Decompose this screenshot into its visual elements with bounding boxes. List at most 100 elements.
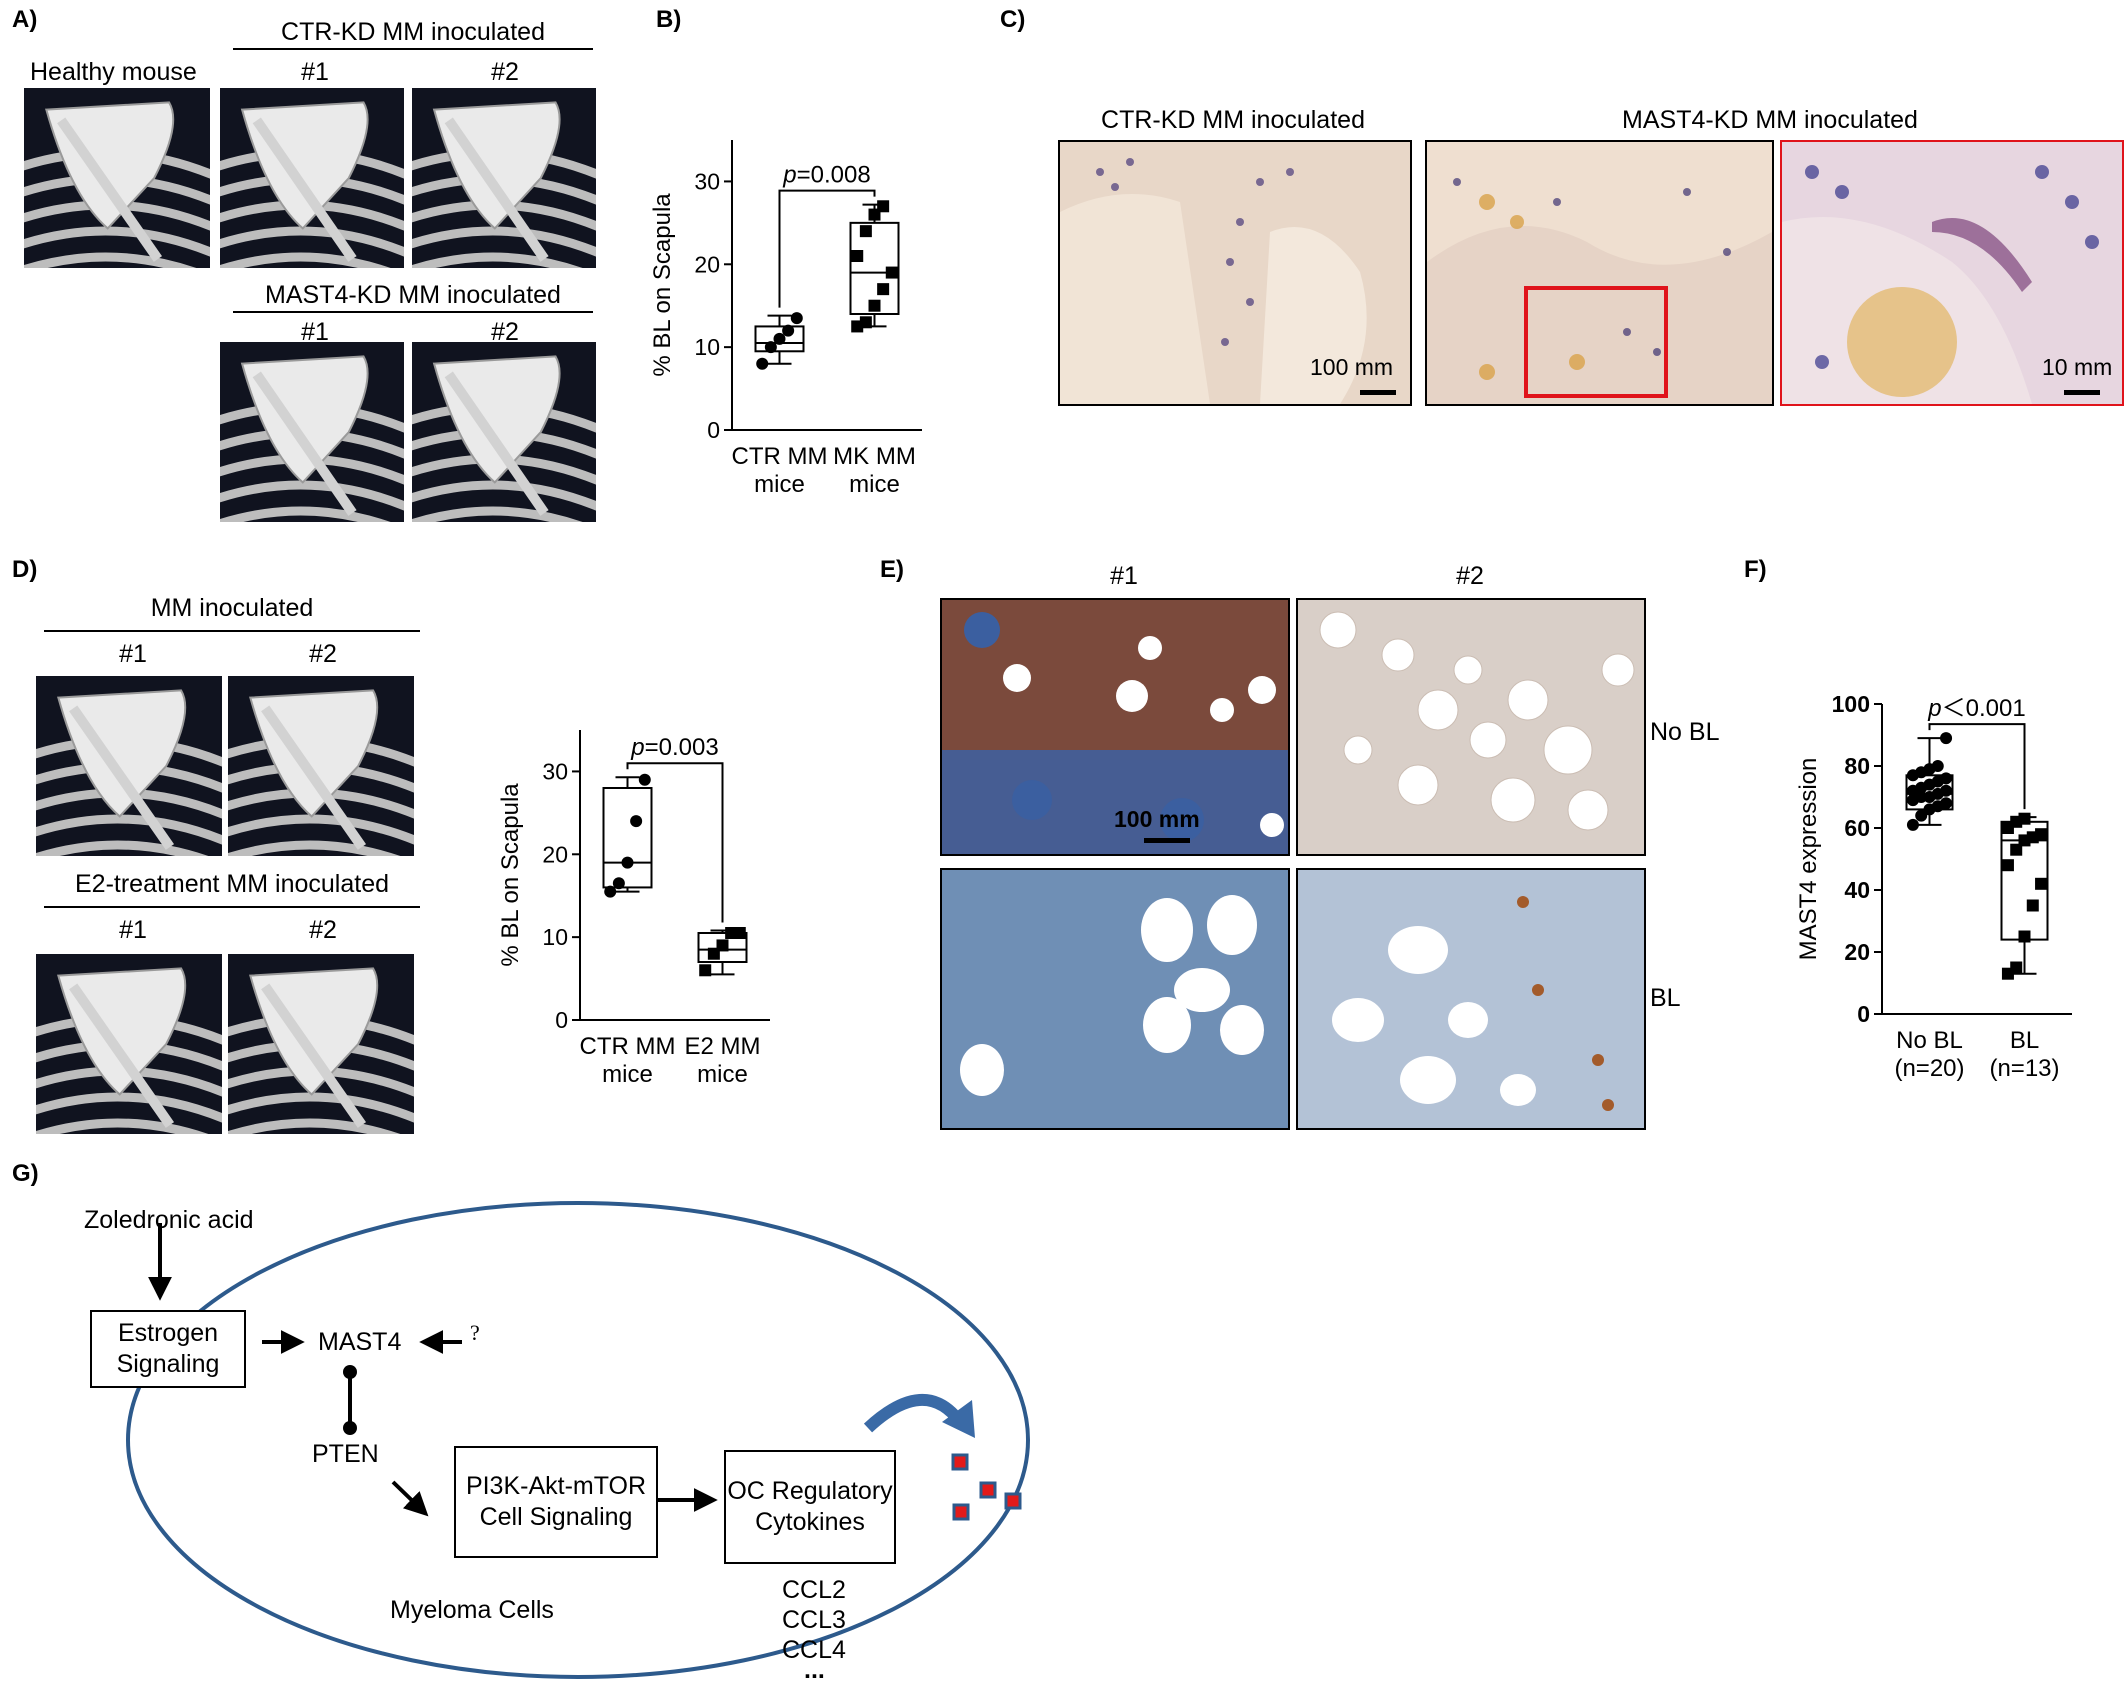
e-scale-bar	[1144, 838, 1190, 843]
e-1-nobl-ihc-image: 100 mm	[940, 598, 1290, 856]
data-point	[2035, 828, 2048, 841]
data-point	[1915, 791, 1928, 803]
data-point	[1915, 809, 1928, 822]
y-axis-label: % BL on Scapula	[497, 783, 524, 967]
panel-b-label: B)	[656, 6, 682, 33]
ctr-kd-2-label: #2	[491, 58, 519, 86]
box	[697, 932, 748, 963]
y-tick-label: 30	[542, 758, 568, 784]
ctr-kd-rule	[233, 48, 593, 50]
mast4-kd-1-label: #1	[301, 318, 329, 346]
panel-d-label: D)	[12, 556, 38, 583]
c-mast4-histology-image	[1425, 140, 1774, 406]
data-point	[877, 283, 890, 296]
y-tick-label: 40	[1844, 877, 1870, 903]
mast4-kd-1-scapula-image	[220, 342, 404, 522]
y-axis-label: % BL on Scapula	[649, 193, 676, 377]
data-point	[2010, 843, 2023, 856]
data-point	[2010, 961, 2023, 974]
y-tick-label: 0	[555, 1007, 568, 1033]
healthy-mouse-label: Healthy mouse	[30, 58, 197, 86]
data-point	[1940, 732, 1953, 745]
data-point	[782, 324, 795, 337]
y-tick-label: 80	[1844, 753, 1870, 779]
data-point	[2018, 812, 2031, 825]
c-mast4-header: MAST4-KD MM inoculated	[1622, 106, 1918, 134]
ctr-kd-1-scapula-image	[220, 88, 404, 268]
pten-label: PTEN	[312, 1440, 379, 1468]
cytokine-square-3	[1004, 1492, 1022, 1510]
zoledronic-acid-label: Zoledronic acid	[84, 1206, 254, 1234]
d-e2-1-scapula-image	[36, 954, 222, 1134]
y-tick-label: 30	[694, 168, 720, 194]
data-point	[2018, 930, 2031, 943]
c-zoom-histology-image: 10 mm	[1780, 140, 2124, 406]
y-tick-label: 20	[694, 251, 720, 277]
e-2-nobl-ihc-image	[1296, 598, 1646, 856]
box	[602, 787, 653, 889]
panel-a-label: A)	[12, 6, 38, 33]
ctr-kd-1-label: #1	[301, 58, 329, 86]
data-point	[612, 877, 625, 890]
data-point	[733, 927, 746, 939]
d-mm-1-label: #1	[119, 640, 147, 668]
y-tick-label: 20	[542, 841, 568, 867]
ccl4-label: CCL4	[782, 1636, 846, 1664]
y-tick-label: 100	[1832, 691, 1870, 717]
x-tick-label: BL	[2010, 1027, 2039, 1054]
data-point	[630, 815, 643, 828]
data-point	[621, 856, 634, 869]
mast4-kd-2-label: #2	[491, 318, 519, 346]
more-cytokines-ellipsis: ...	[804, 1656, 825, 1684]
d-mm-rule	[44, 630, 420, 632]
myeloma-cells-label: Myeloma Cells	[390, 1596, 554, 1624]
x-tick-label: mice	[849, 471, 900, 498]
y-tick-label: 20	[1844, 939, 1870, 965]
healthy-scapula-image	[24, 88, 210, 268]
cytokine-square-1	[951, 1453, 969, 1471]
c-zoom-highlight-box	[1524, 286, 1668, 398]
data-point	[859, 316, 872, 329]
e-2-bl-ihc-image	[1296, 868, 1646, 1130]
c-ctr-histology-image: 100 mm	[1058, 140, 1412, 406]
mast4-label: MAST4	[318, 1328, 402, 1356]
panel-c-label: C)	[1000, 6, 1026, 33]
data-point	[699, 964, 712, 977]
mast4-kd-2-scapula-image	[412, 342, 596, 522]
data-point	[773, 332, 786, 345]
data-point	[764, 341, 777, 354]
data-point	[2035, 877, 2048, 890]
x-tick-label: E2 MM	[684, 1033, 760, 1060]
data-point	[868, 299, 881, 312]
x-tick-label: mice	[697, 1061, 748, 1088]
y-tick-label: 0	[707, 417, 720, 443]
panel-e-label: E)	[880, 556, 904, 583]
estrogen-signaling-box: Estrogen Signaling	[90, 1310, 246, 1388]
c-ctr-header: CTR-KD MM inoculated	[1101, 106, 1365, 134]
p-value-label: p=0.003	[630, 734, 718, 761]
myeloma-cell-ellipse	[126, 1201, 1030, 1679]
p-value-label: p=0.008	[782, 162, 870, 189]
ccl3-label: CCL3	[782, 1606, 846, 1634]
x-tick-label: CTR MM	[580, 1033, 676, 1060]
d-e2-2-label: #2	[309, 916, 337, 944]
c-scale-100: 100 mm	[1310, 354, 1394, 380]
cytokine-square-2	[979, 1481, 997, 1499]
y-tick-label: 60	[1844, 815, 1870, 841]
d-e2-header: E2-treatment MM inoculated	[74, 870, 390, 898]
y-tick-label: 0	[1857, 1001, 1870, 1027]
oc-regulatory-cytokines-box: OC Regulatory Cytokines	[724, 1450, 896, 1564]
panel-g-label: G)	[12, 1160, 39, 1187]
mast4-kd-header: MAST4-KD MM inoculated	[265, 281, 561, 309]
data-point	[638, 773, 651, 786]
e-scale-100: 100 mm	[1114, 806, 1200, 832]
data-point	[1931, 760, 1944, 772]
pathway-diagram-graphics	[126, 1201, 1030, 1679]
data-point	[885, 266, 898, 279]
box	[849, 221, 900, 315]
data-point	[604, 885, 617, 898]
c-scale-bar-2	[2064, 390, 2100, 395]
data-point	[1906, 818, 1919, 831]
